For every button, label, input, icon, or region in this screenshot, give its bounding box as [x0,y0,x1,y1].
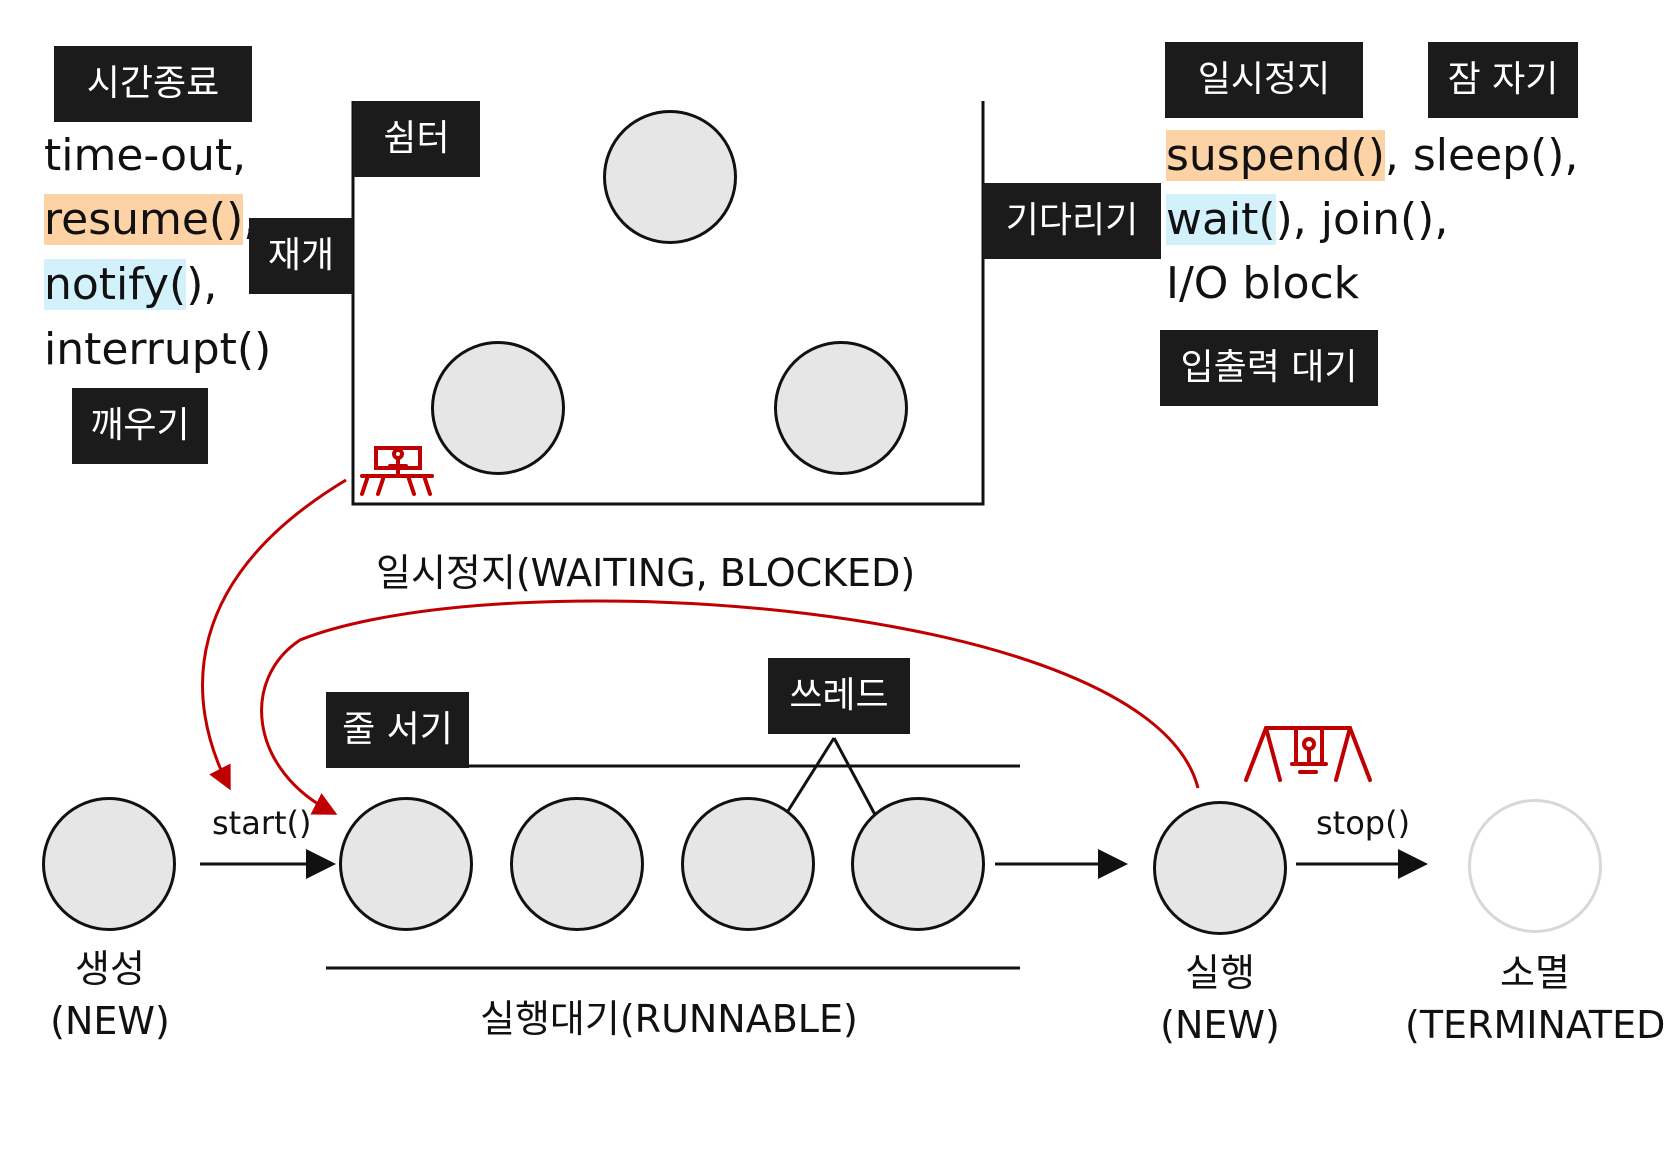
new-thread [42,797,176,931]
waiting-thread-left [431,341,565,475]
bench-icon [360,446,434,496]
interrupt-text: interrupt() [44,324,272,375]
runnable-thread-2 [510,797,644,931]
thread-tag: 쓰레드 [768,658,910,734]
resume-tag: 재개 [249,218,353,294]
sleep-tag: 잠 자기 [1428,42,1578,118]
wait-line: wait(), join(), [1166,194,1448,245]
queue-tag: 줄 서기 [326,692,469,768]
shelter-tag: 쉼터 [353,101,480,177]
new-sublabel: (NEW) [50,999,170,1043]
running-sublabel: (NEW) [1160,1003,1280,1047]
start-call: start() [212,804,312,842]
io-block-text: I/O block [1166,258,1360,309]
new-label: 생성 [75,947,145,991]
resume-line: resume(), [44,194,257,245]
timeout-tag: 시간종료 [54,46,252,122]
pause-tag: 일시정지 [1165,42,1363,118]
runnable-caption: 실행대기(RUNNABLE) [480,997,858,1041]
running-thread [1153,801,1287,935]
sleep-call: , sleep(), [1384,130,1579,181]
io-wait-tag: 입출력 대기 [1160,330,1378,406]
thread-pointer-left [779,737,836,823]
notify-call: notify( [44,259,187,310]
suspend-call: suspend() [1166,130,1385,181]
wakeup-red-arrow [201,478,347,791]
waiting-box-outline [351,101,985,506]
notify-rest: ), [186,259,218,310]
thread-pointer-right [832,737,882,825]
running-label: 실행 [1185,951,1255,995]
notify-line: notify(), [44,259,217,310]
runnable-thread-4 [851,797,985,931]
waiting-caption: 일시정지(WAITING, BLOCKED) [376,551,916,595]
suspend-line: suspend(), sleep(), [1166,130,1578,181]
runnable-thread-3 [681,797,815,931]
wait-tag: 기다리기 [983,183,1161,259]
join-call: ), join(), [1275,194,1449,245]
terminated-label: 소멸 [1500,951,1570,995]
wakeup-tag: 깨우기 [72,388,208,464]
waiting-thread-right [774,341,908,475]
terminated-sublabel: (TERMINATED) [1405,1003,1667,1047]
stop-call: stop() [1316,804,1411,842]
terminated-thread [1468,799,1602,933]
resume-call: resume() [44,194,244,245]
wait-call: wait( [1166,194,1276,245]
timeout-text: time-out, [44,130,247,181]
preempt-red-arrow [260,599,1200,815]
runnable-thread-1 [339,797,473,931]
waiting-thread-top [603,110,737,244]
swing-icon [1244,726,1372,782]
